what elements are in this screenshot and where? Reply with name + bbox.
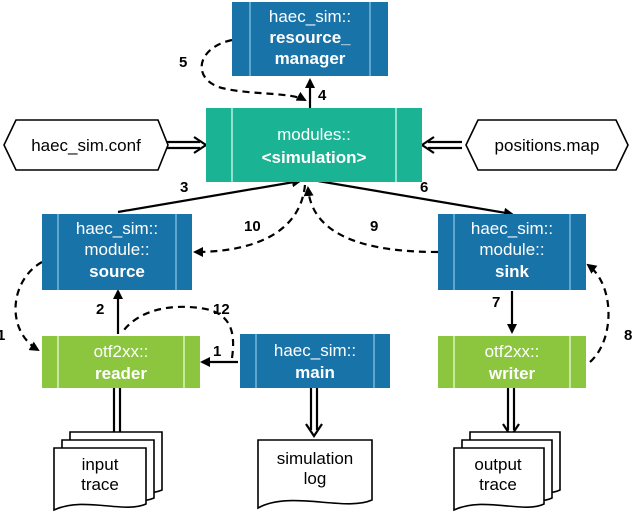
edge-10-dashed bbox=[193, 184, 307, 257]
sink-line3: sink bbox=[495, 262, 530, 281]
input-trace-line1: input bbox=[82, 455, 119, 474]
simulation-log-line1: simulation bbox=[277, 449, 354, 468]
step-7-label: 7 bbox=[492, 294, 500, 311]
step-12-label: 12 bbox=[213, 301, 230, 318]
edge-5-dashed bbox=[200, 38, 307, 101]
step-8-label: 8 bbox=[624, 327, 632, 344]
main-line2: main bbox=[295, 363, 335, 382]
step-6-label: 6 bbox=[420, 179, 428, 196]
writer-box: otf2xx:: writer bbox=[438, 336, 586, 388]
resource-manager-line1: haec_sim:: bbox=[269, 7, 351, 26]
step-2-label: 2 bbox=[96, 301, 104, 318]
step-10-label: 10 bbox=[244, 218, 261, 235]
reader-box: otf2xx:: reader bbox=[42, 336, 200, 388]
step-5-label: 5 bbox=[179, 54, 187, 71]
step-1b-label: 1 bbox=[0, 327, 5, 344]
resource-manager-line2: resource_ bbox=[269, 28, 351, 47]
edge-8-dashed bbox=[586, 263, 610, 363]
step-3-label: 3 bbox=[180, 179, 188, 196]
source-line2: module:: bbox=[84, 240, 149, 259]
main-box: haec_sim:: main bbox=[240, 334, 390, 388]
edge-9-dashed bbox=[303, 186, 439, 254]
sink-line1: haec_sim:: bbox=[471, 219, 553, 238]
simulation-log-document: simulation log bbox=[257, 439, 373, 510]
writer-line2: writer bbox=[488, 364, 536, 383]
output-trace-line2: trace bbox=[479, 475, 517, 494]
step-4-label: 4 bbox=[318, 87, 327, 104]
edge-3 bbox=[117, 177, 302, 214]
step-1-label: 1 bbox=[213, 343, 221, 360]
simulation-line1: modules:: bbox=[277, 125, 351, 144]
simulation-log-line2: log bbox=[304, 469, 327, 488]
sink-box: haec_sim:: module:: sink bbox=[438, 214, 586, 290]
reader-line2: reader bbox=[95, 364, 147, 383]
step-9-label: 9 bbox=[370, 218, 378, 235]
sink-line2: module:: bbox=[479, 240, 544, 259]
file-arrows bbox=[166, 136, 462, 154]
output-trace-line1: output bbox=[474, 455, 522, 474]
resource-manager-line3: manager bbox=[275, 49, 346, 68]
positions-file-label: positions.map bbox=[495, 136, 600, 155]
main-line1: haec_sim:: bbox=[274, 341, 356, 360]
resource-manager-box: haec_sim:: resource_ manager bbox=[232, 2, 388, 76]
simulation-box: modules:: <simulation> bbox=[206, 108, 422, 182]
source-line3: source bbox=[89, 262, 145, 281]
edge-11-dashed bbox=[14, 261, 43, 352]
edge-6 bbox=[317, 179, 514, 218]
config-file-shape: haec_sim.conf bbox=[3, 119, 169, 171]
config-file-label: haec_sim.conf bbox=[31, 136, 141, 155]
output-trace-document: output trace bbox=[453, 431, 561, 512]
step-labels: 5 4 3 6 10 9 2 12 1 1 7 8 bbox=[0, 54, 632, 360]
source-line1: haec_sim:: bbox=[76, 219, 158, 238]
positions-file-shape: positions.map bbox=[465, 119, 629, 171]
source-box: haec_sim:: module:: source bbox=[42, 214, 192, 290]
simulation-line2: <simulation> bbox=[262, 148, 367, 167]
input-trace-line2: trace bbox=[81, 475, 119, 494]
reader-line1: otf2xx:: bbox=[94, 342, 149, 361]
input-trace-document: input trace bbox=[53, 431, 163, 512]
writer-line1: otf2xx:: bbox=[485, 342, 540, 361]
